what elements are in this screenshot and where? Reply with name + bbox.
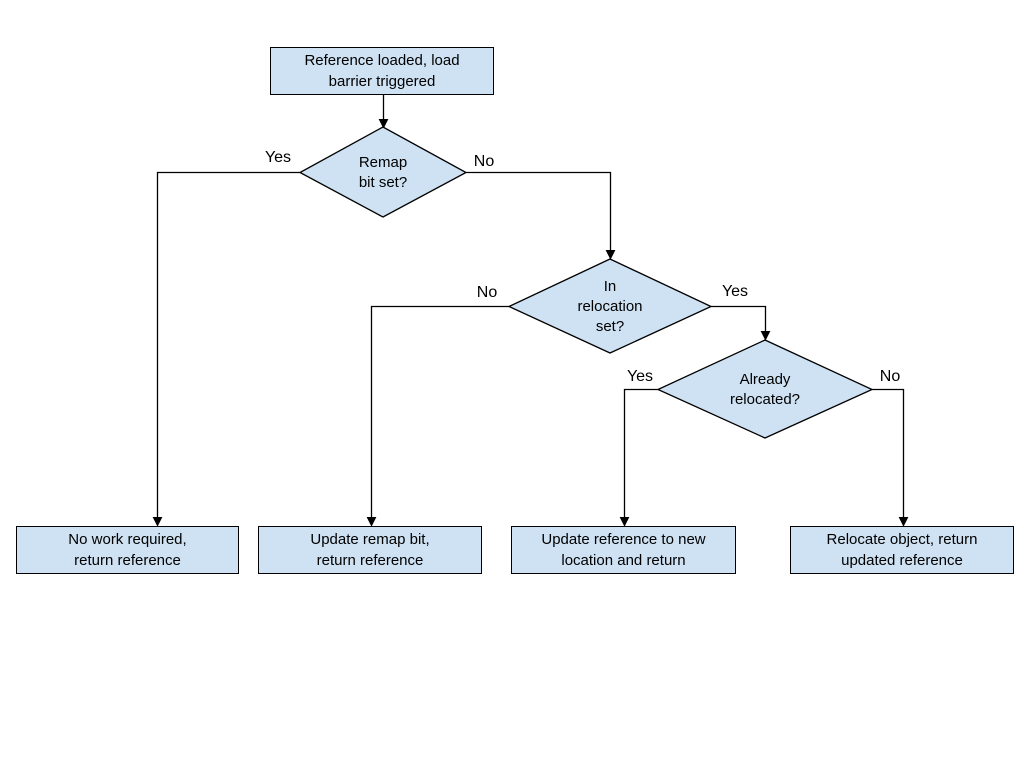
node-no-work: No work required, return reference [16,526,239,574]
decision-relocation-line1: In [603,277,617,295]
decision-already-relocated-label: Already relocated? [710,369,820,410]
edge-label-already-no: No [879,368,901,385]
edge-label-already-yes: Yes [626,368,654,385]
node-update-reference: Update reference to new location and ret… [511,526,736,574]
node-start-line2: barrier triggered [328,73,436,90]
decision-relocation-line3: set? [595,317,625,335]
edge-relocation-yes-to-already-relocated [711,305,771,341]
decision-already-line2: relocated? [729,390,801,408]
node-update-remap-bit-line1: Update remap bit, [310,531,430,548]
edge-already-no-to-relocate-object [872,388,909,527]
edge-relocation-no-to-update-remap [366,305,509,527]
decision-remap-bit-set [298,126,468,218]
decision-remap-line2: bit set? [358,173,408,191]
node-update-remap-bit: Update remap bit, return reference [258,526,482,574]
edge-label-remap-no: No [473,153,495,170]
edge-remap-yes-to-no-work [152,171,300,527]
edge-label-relocation-yes: Yes [721,283,749,300]
decision-relocation-line2: relocation [577,297,643,315]
node-no-work-line1: No work required, [68,531,187,548]
edge-already-yes-to-update-reference [619,388,658,527]
decision-remap-bit-set-label: Remap bit set? [333,152,433,193]
node-relocate-object-line1: Relocate object, return [826,531,978,548]
decision-in-relocation-set-label: In relocation set? [560,276,660,337]
node-update-reference-line1: Update reference to new [541,531,706,548]
node-relocate-object: Relocate object, return updated referenc… [790,526,1014,574]
decision-remap-line1: Remap [358,153,408,171]
decision-in-relocation-set [507,258,713,354]
edge-label-relocation-no: No [476,284,498,301]
decision-already-relocated [656,339,874,439]
node-relocate-object-line2: updated reference [841,552,963,569]
node-start-line1: Reference loaded, load [304,52,460,69]
edge-remap-no-to-relocation-set [466,171,616,260]
node-start: Reference loaded, load barrier triggered [270,47,494,95]
decision-already-line1: Already [739,370,791,388]
node-update-reference-line2: location and return [561,552,686,569]
edge-label-remap-yes: Yes [264,149,292,166]
node-no-work-line2: return reference [74,552,181,569]
node-update-remap-bit-line2: return reference [316,552,424,569]
